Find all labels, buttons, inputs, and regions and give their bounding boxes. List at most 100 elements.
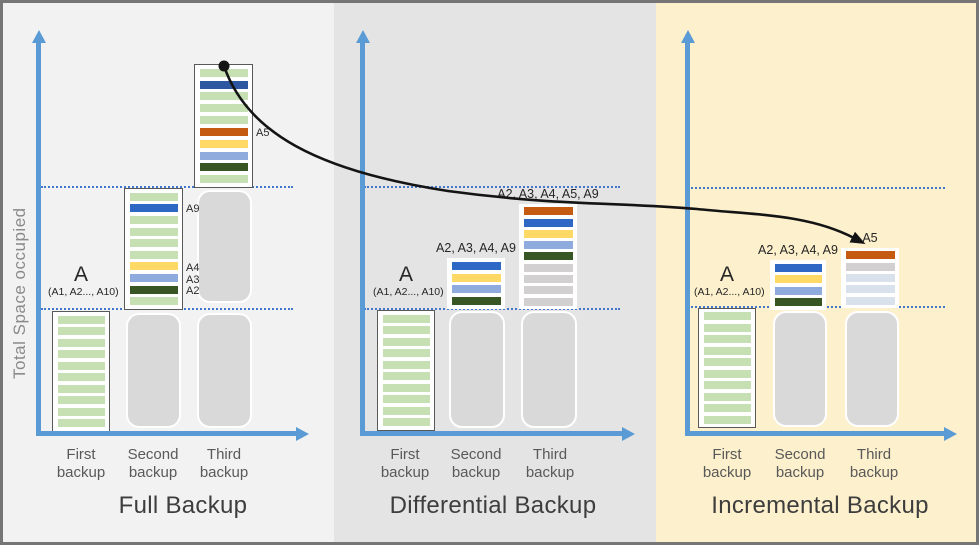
reference-line-upper <box>688 187 945 189</box>
panel-title-incremental-backup: Incremental Backup <box>711 492 929 519</box>
bar-content-label: A5 <box>862 231 878 245</box>
stripe-yellow <box>774 275 822 284</box>
stripe-green <box>703 381 751 390</box>
panel-title-differential-backup: Differential Backup <box>389 492 597 519</box>
stripe-green <box>382 383 430 392</box>
y-axis-arrowhead-icon <box>680 30 695 43</box>
stripe-annotation: A5 <box>256 127 270 139</box>
stripe-blue <box>129 204 178 213</box>
stripe-yellow <box>523 229 573 238</box>
y-axis <box>685 42 690 436</box>
stripe-green <box>129 239 178 248</box>
x-tick-second-backup: Second backup <box>774 446 826 481</box>
x-axis <box>36 431 296 436</box>
stripe-gray <box>845 262 895 271</box>
stripe-green <box>57 327 105 336</box>
full-set-letter: A <box>398 263 413 286</box>
stripe-green <box>703 312 751 321</box>
stripe-orange <box>199 127 248 136</box>
stripe-green <box>382 314 430 323</box>
stripe-navy <box>199 80 248 89</box>
stripe-green <box>57 350 105 359</box>
stripe-darkgreen <box>129 285 178 294</box>
y-axis-arrowhead-icon <box>31 30 46 43</box>
stripe-green <box>129 250 178 259</box>
x-axis-arrowhead-icon <box>622 426 635 441</box>
stripe-gray <box>523 263 573 272</box>
stripe-green <box>703 369 751 378</box>
bar-content-label: A2, A3, A4, A5, A9 <box>497 187 599 201</box>
x-axis-arrowhead-icon <box>944 426 957 441</box>
stripe-gray <box>523 275 573 284</box>
stripe-green <box>382 418 430 427</box>
reference-line-upper <box>41 186 293 188</box>
stripe-green <box>703 392 751 401</box>
previous-backup-space <box>521 311 577 428</box>
stripe-green <box>57 373 105 382</box>
stripe-annotation: A9 <box>186 202 200 215</box>
stripe-green <box>382 326 430 335</box>
stripe-darkgreen <box>774 298 822 307</box>
y-axis <box>36 42 41 436</box>
stripe-green <box>57 361 105 370</box>
stripe-green <box>57 338 105 347</box>
full-set-label: A(A1, A2..., A10) <box>694 263 765 299</box>
previous-backup-space <box>126 313 181 428</box>
stripe-green <box>129 227 178 236</box>
stripe-lightblue <box>129 274 178 282</box>
bar-content-label: A2, A3, A4, A9 <box>758 243 838 257</box>
stripe-green <box>199 116 248 125</box>
full-set-contents: (A1, A2..., A10) <box>694 286 765 298</box>
stripe-green <box>57 396 105 405</box>
stripe-green <box>382 360 430 369</box>
stripe-green <box>703 335 751 344</box>
differential-backup-second-backup-bar <box>447 258 505 309</box>
stripe-green <box>199 92 248 101</box>
stripe-green <box>382 349 430 358</box>
stripe-blue <box>523 218 573 227</box>
stripe-green <box>703 415 751 424</box>
stripe-darkgreen <box>523 252 573 261</box>
stripe-lightblue <box>451 285 501 294</box>
stripe-darkgreen <box>451 297 501 306</box>
x-tick-third-backup: Third backup <box>199 446 249 481</box>
previous-backup-space <box>449 311 505 428</box>
stripe-annotation: A3 <box>186 273 200 286</box>
reference-line-lower <box>364 308 620 310</box>
incremental-backup-second-backup-bar <box>770 260 826 310</box>
stripe-darkgreen <box>199 163 248 172</box>
stripe-blue <box>774 263 822 272</box>
x-axis-arrowhead-icon <box>296 426 309 441</box>
stripe-green <box>382 372 430 381</box>
stripe-green <box>129 192 178 201</box>
stripe-yellow <box>129 262 178 271</box>
x-axis <box>360 431 622 436</box>
stripe-annotation: A2 <box>186 285 200 298</box>
differential-backup-first-backup-bar <box>377 310 435 431</box>
y-axis-label: Total Space occupied <box>10 207 29 379</box>
x-tick-third-backup: Third backup <box>525 446 575 481</box>
full-set-letter: A <box>719 263 734 286</box>
previous-backup-space <box>197 190 252 303</box>
stripe-lightblue <box>523 241 573 250</box>
differential-backup-third-backup-bar <box>519 204 577 309</box>
stripe-bluegray <box>845 285 895 294</box>
stripe-green <box>703 358 751 367</box>
stripe-green <box>199 175 248 184</box>
full-backup-third-backup-bar <box>194 64 253 188</box>
stripe-gray <box>523 297 573 306</box>
stripe-green <box>57 384 105 393</box>
previous-backup-space <box>845 311 899 427</box>
stripe-green <box>57 407 105 416</box>
stripe-lightblue <box>199 151 248 160</box>
stripe-green <box>129 215 178 224</box>
x-tick-first-backup: First backup <box>56 446 106 481</box>
full-backup-first-backup-bar <box>52 311 110 432</box>
full-set-contents: (A1, A2..., A10) <box>48 286 119 298</box>
stripe-blue <box>451 261 501 270</box>
stripe-lightblue <box>774 286 822 295</box>
full-set-label: A(A1, A2..., A10) <box>373 263 444 299</box>
x-tick-first-backup: First backup <box>702 446 752 481</box>
stripe-green <box>382 406 430 415</box>
